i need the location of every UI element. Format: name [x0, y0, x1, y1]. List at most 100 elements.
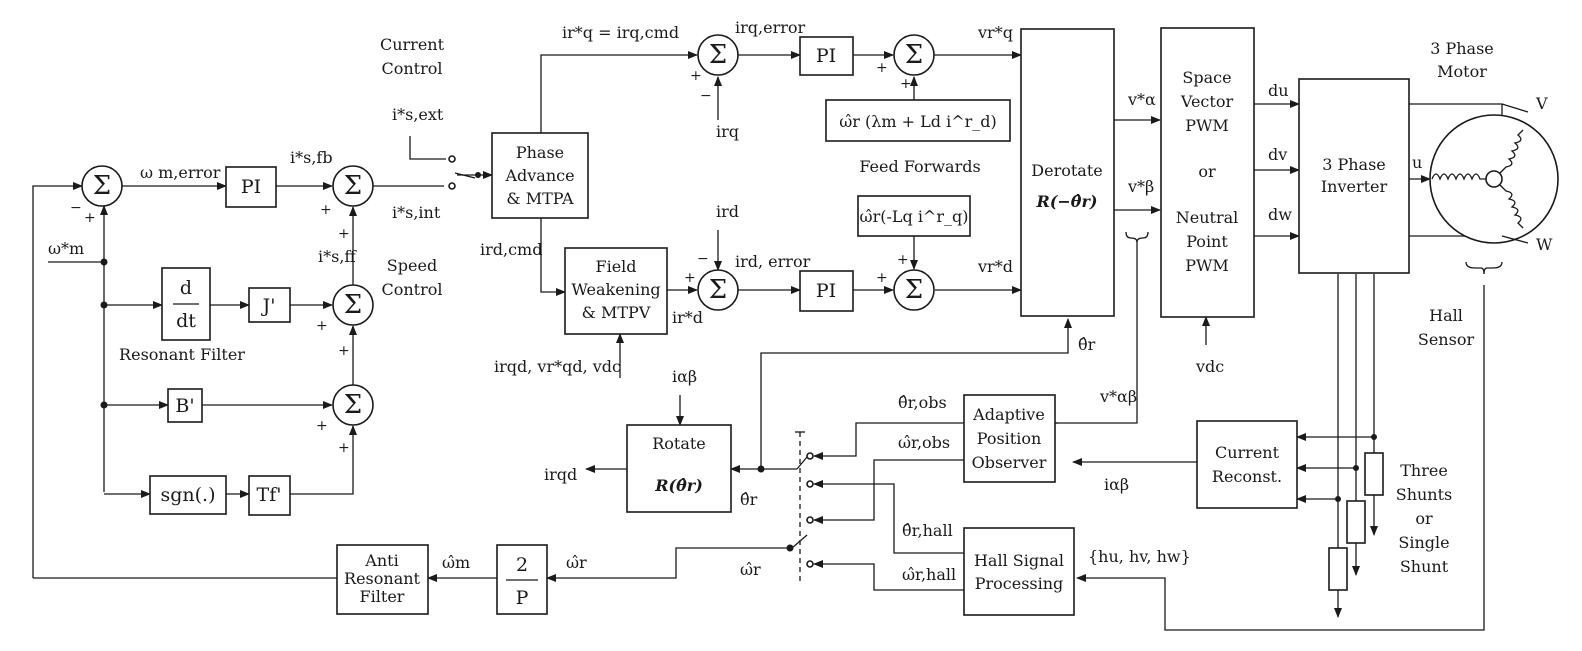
resonant-filter-label: Resonant Filter: [119, 345, 245, 364]
svg-text:Σ: Σ: [344, 390, 362, 420]
svg-text:PI: PI: [816, 45, 836, 67]
svg-text:+: +: [338, 226, 350, 242]
svg-text:Current: Current: [1215, 443, 1280, 462]
shunts-label: Three: [1400, 461, 1448, 480]
svg-text:R(−θ̂r): R(−θ̂r): [1036, 192, 1098, 211]
svg-text:PWM: PWM: [1185, 116, 1229, 135]
svg-text:Σ: Σ: [905, 40, 923, 70]
vq-star-label: vr*q: [977, 23, 1013, 42]
speed-control-label-2: Control: [381, 280, 442, 299]
damping-gain-block: B': [167, 388, 203, 423]
connection-lines: [32, 51, 1503, 631]
speed-control-label: Speed: [387, 256, 437, 275]
svg-text:Phase: Phase: [516, 143, 564, 162]
phase-v-label: V: [1535, 94, 1548, 113]
svg-text:PWM: PWM: [1185, 256, 1229, 275]
phase-w-label: W: [1536, 235, 1553, 254]
svg-text:Vector: Vector: [1180, 92, 1234, 111]
is-int-label: i*s,int: [392, 203, 441, 222]
svg-text:Hall Signal: Hall Signal: [974, 551, 1064, 570]
adaptive-position-observer-block: Adaptive Position Observer: [963, 394, 1056, 483]
shunts-label-3: or: [1415, 509, 1433, 528]
svg-text:Adaptive: Adaptive: [972, 405, 1045, 424]
hall-signal-processing-block: Hall Signal Processing: [963, 527, 1075, 616]
v-beta-label: v*β: [1127, 177, 1154, 196]
i-alphabeta-top-label: iαβ: [672, 367, 697, 386]
omega-m-star-label: ω*m: [48, 239, 84, 258]
theta-obs-label: θ̂r,obs: [898, 393, 947, 412]
derotate-block: Derotate R(−θ̂r): [1020, 28, 1115, 317]
svg-text:−: −: [70, 200, 82, 216]
sum-junction-q-error: Σ: [697, 34, 739, 76]
svg-text:Σ: Σ: [709, 40, 727, 70]
svg-text:Advance: Advance: [504, 166, 574, 185]
svg-text:dt: dt: [176, 310, 196, 332]
shunt-resistors: [1328, 452, 1384, 591]
vd-star-label: vr*d: [977, 257, 1013, 276]
svg-text:Position: Position: [977, 429, 1042, 448]
phase-advance-mtpa-block: Phase Advance & MTPA: [491, 132, 589, 219]
id-star-label: ir*d: [672, 308, 703, 327]
feed-forwards-label: Feed Forwards: [859, 157, 980, 176]
svg-text:J': J': [261, 295, 276, 317]
svg-text:+: +: [876, 270, 888, 286]
svg-text:+: +: [338, 343, 350, 359]
field-weakening-mtpv-block: Field Weakening & MTPV: [564, 247, 668, 335]
feed-forward-q-block: ω̂r (λm + Ld i^r_d): [825, 99, 1011, 142]
inertia-gain-block: J': [248, 287, 291, 323]
vdc-label: vdc: [1195, 357, 1224, 376]
theta-hat-label: θ̂r: [1078, 335, 1096, 354]
svg-text:+: +: [320, 202, 332, 218]
v-alpha-label: v*α: [1127, 90, 1156, 109]
iqd-label: irqd: [544, 465, 577, 484]
omega-hall-label: ω̂r,hall: [902, 565, 956, 584]
sum-junction-q-ff: Σ: [893, 34, 935, 76]
estimator-selector-switch: [791, 431, 814, 584]
hall-signals-label: {hu, hv, hw}: [1088, 547, 1191, 566]
omega-m-error-label: ω m,error: [140, 163, 221, 182]
svg-text:3 Phase: 3 Phase: [1322, 155, 1386, 174]
svg-text:−: −: [700, 88, 712, 104]
svg-text:R(θ̂r): R(θ̂r): [654, 476, 703, 495]
omega-r-selector-label: ω̂r: [740, 560, 761, 579]
svg-text:+: +: [684, 270, 696, 286]
sum-junction-d-error: Σ: [697, 269, 739, 311]
i-alphabeta-mid-label: iαβ: [1104, 475, 1129, 494]
current-control-label: Current: [380, 35, 445, 54]
current-control-switch: [448, 155, 481, 190]
svg-text:+: +: [316, 318, 328, 334]
omega-r-output-label: ω̂r: [566, 553, 587, 572]
sign-marks: − + + + + + + + + − + + − + + +: [70, 60, 912, 456]
sum-junction-friction: Σ: [332, 384, 374, 426]
svg-text:Space: Space: [1182, 68, 1231, 87]
svg-text:+: +: [338, 440, 350, 456]
svg-text:B': B': [175, 395, 194, 417]
v-alpha-beta-brace: [1125, 231, 1149, 243]
svg-text:Processing: Processing: [975, 574, 1064, 593]
pi-q-block: PI: [799, 36, 854, 76]
shunts-label-2: Shunts: [1396, 485, 1453, 504]
svg-text:ω̂r (λm + Ld i^r_d): ω̂r (λm + Ld i^r_d): [839, 112, 997, 131]
pi-speed-block: PI: [225, 166, 277, 208]
svg-text:Derotate: Derotate: [1031, 161, 1102, 180]
svg-text:PI: PI: [816, 280, 836, 302]
svg-text:−: −: [697, 251, 709, 267]
svg-text:+: +: [876, 60, 888, 76]
theta-hall-label: θ̂r,hall: [902, 521, 953, 540]
pole-pair-gain-block: 2 P: [496, 544, 548, 615]
omega-obs-label: ω̂r,obs: [898, 433, 950, 452]
svg-text:ω̂r(-Lq i^r_q): ω̂r(-Lq i^r_q): [860, 207, 969, 226]
junction-dots: [100, 258, 1377, 552]
svg-text:2: 2: [516, 554, 528, 576]
current-reconstruction-block: Current Reconst.: [1196, 420, 1298, 509]
svg-text:Point: Point: [1186, 232, 1228, 251]
space-vector-pwm-block: Space Vector PWM or Neutral Point PWM: [1160, 27, 1255, 318]
id-error-label: ird, error: [735, 252, 811, 271]
svg-text:Observer: Observer: [972, 453, 1047, 472]
shunts-label-5: Shunt: [1400, 557, 1449, 576]
theta-hat-rotate-label: θ̂r: [740, 490, 758, 509]
svg-text:+: +: [316, 418, 328, 434]
anti-resonant-filter-block: Anti Resonant Filter: [336, 544, 429, 615]
sum-junction-current-total: Σ: [332, 165, 374, 207]
